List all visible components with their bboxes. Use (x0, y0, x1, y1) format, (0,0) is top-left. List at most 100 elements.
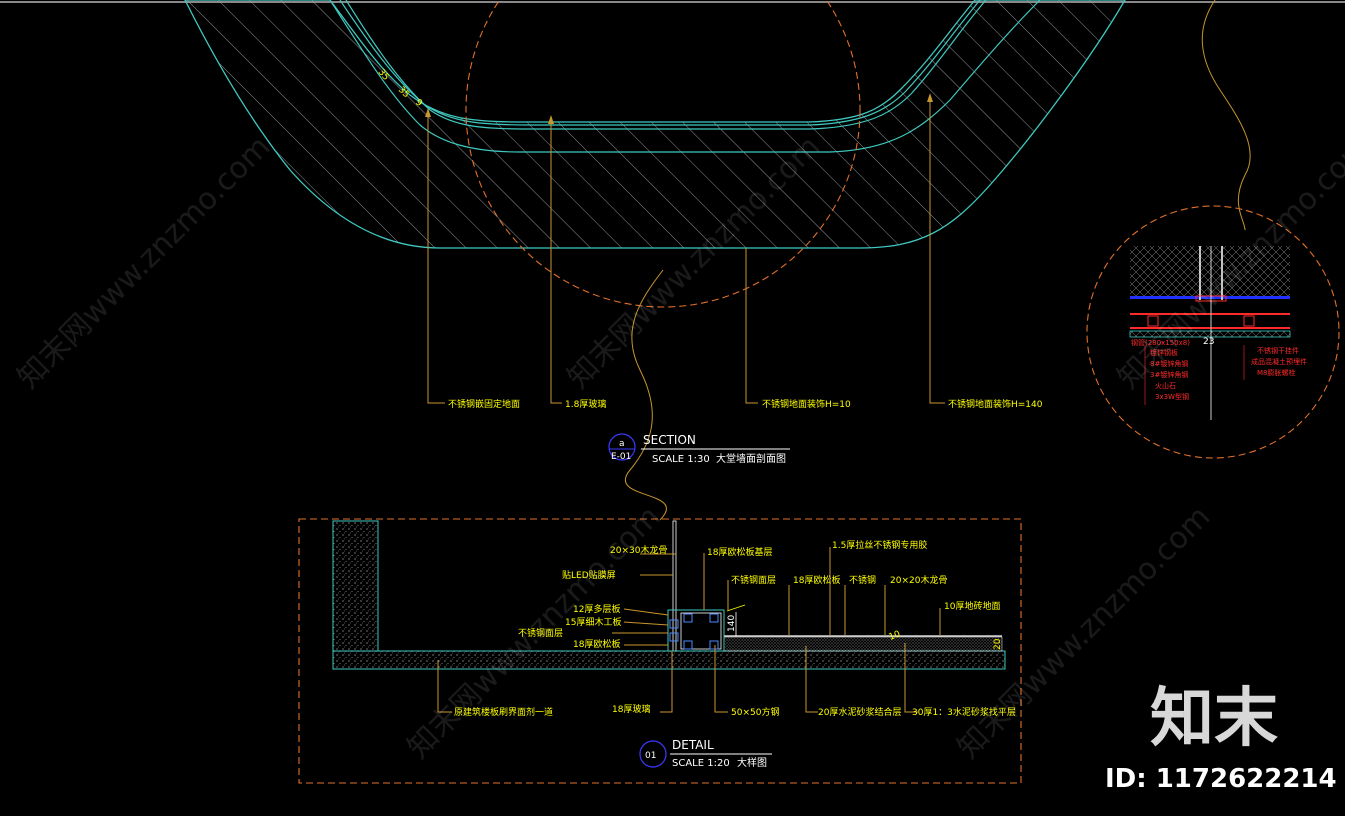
detail-circle-red-line-2 (1130, 327, 1290, 329)
detail-circle-label-5: 火山石 (1155, 381, 1176, 390)
detail-label-square-steel: 50×50方钢 (731, 706, 779, 718)
detail-leader-b1 (437, 660, 452, 713)
detail-label-steel-face: 不锈钢面层 (731, 574, 776, 586)
detail-circle-label-1: 钢管(280x150x8) (1131, 338, 1190, 347)
detail-scale-note: 大样图 (737, 756, 767, 769)
detail-circle[interactable]: 钢管(280x150x8) 23 镀锌钢板 8#镀锌角钢 3#镀锌角钢 火山石 … (1086, 205, 1340, 459)
detail-leader-b5 (904, 643, 918, 713)
section-callout-3: 不锈钢地面装饰H=10 (762, 398, 851, 410)
detail-frame (298, 518, 1022, 784)
detail-tag-number: 01 (645, 751, 656, 761)
detail-circle-label-r1: 不锈钢干挂件 (1257, 346, 1299, 355)
detail-label-glass: 18厚玻璃 (612, 703, 650, 715)
detail-label-steel: 不锈钢 (849, 574, 876, 586)
brand-watermark: 知末 ID: 1172622214 (1105, 682, 1337, 794)
leader-2-arrow (548, 115, 554, 124)
detail-label-steel-face-2: 不锈钢面层 (518, 627, 563, 639)
detail-title: DETAIL (672, 738, 714, 752)
detail-label-steel-glue: 1.5厚拉丝不锈钢专用胶 (832, 539, 927, 551)
detail-leader-t10 (623, 608, 669, 616)
detail-label-wood-keel: 20×30木龙骨 (610, 544, 667, 556)
section-break-line (624, 269, 667, 521)
detail-circle-label-4: 3#镀锌角钢 (1150, 370, 1188, 379)
detail-circle-label-2: 镀锌钢板 (1150, 348, 1178, 357)
detail-wall (332, 520, 379, 652)
section-tag-letter: a (619, 439, 625, 449)
detail-circle-outline (1086, 205, 1340, 459)
detail-scale: SCALE 1:20 (672, 758, 730, 769)
detail-circle-base (1129, 330, 1291, 338)
section-hatch-band (184, 0, 1126, 249)
section-callout-4: 不锈钢地面装饰H=140 (948, 398, 1043, 410)
detail-label-led: 贴LED贴膜屏 (562, 569, 616, 581)
detail-circle-dim: 23 (1203, 337, 1214, 347)
detail-label-plywood: 12厚多层板 (573, 603, 620, 615)
detail-dim-tick (726, 604, 746, 612)
detail-tag-circle (639, 740, 667, 768)
detail-circle-block-2 (1243, 315, 1255, 327)
detail-circle-concrete (1130, 246, 1290, 296)
detail-base-box (667, 609, 725, 652)
leader-1 (427, 112, 445, 404)
detail-dim-140: 140 (727, 615, 737, 632)
brand-id: ID: 1172622214 (1105, 764, 1337, 794)
detail-leader-b2 (660, 651, 673, 713)
detail-circle-label-r2: 成品混凝土预埋件 (1251, 357, 1307, 366)
detail-leader-b3 (714, 645, 728, 713)
detail-leader-t11 (623, 621, 669, 626)
detail-circle-blue-line (1130, 296, 1290, 299)
leader-4-arrow (927, 93, 933, 102)
section-surface-line-3 (329, 0, 1041, 153)
section-scale-note: 大堂墙面剖面图 (716, 452, 786, 465)
right-break-line (1201, 0, 1251, 231)
detail-label-screed: 30厚1：3水泥砂浆找平层 (912, 706, 1016, 718)
detail-label-osb-2: 18厚欧松板 (573, 638, 620, 650)
detail-circle-label-3: 8#镀锌角钢 (1150, 359, 1188, 368)
detail-glass (672, 520, 677, 652)
detail-dim-10: 10 (888, 629, 902, 642)
detail-stud-6 (669, 632, 679, 642)
detail-circle-label-r3: M8膨胀螺栓 (1257, 368, 1296, 377)
detail-floor-slab (332, 650, 1006, 670)
leader-2 (550, 120, 562, 404)
section-callout-2: 1.8厚玻璃 (565, 398, 606, 410)
detail-stud-1 (683, 613, 693, 623)
detail-label-tile: 10厚地砖地面 (944, 600, 1000, 612)
detail-stud-2 (709, 613, 719, 623)
section-surface-line-2 (345, 0, 987, 130)
leader-4 (929, 97, 945, 404)
detail-leader-b4 (805, 646, 818, 713)
section-title: SECTION (643, 433, 696, 447)
section-drawing[interactable]: 35 35 9 不锈钢嵌固定地面 1.8厚玻璃 不锈钢地面装饰H=10 不锈钢地… (184, 0, 1251, 521)
detail-dim-r: 20 (993, 638, 1003, 650)
section-callout-1: 不锈钢嵌固定地面 (448, 398, 520, 410)
section-surface-line-1 (339, 0, 981, 126)
leader-3 (745, 248, 758, 404)
detail-label-bond-layer: 20厚水泥砂浆结合层 (818, 706, 901, 718)
detail-label-osb: 18厚欧松板 (793, 574, 840, 586)
section-tag-circle (608, 433, 636, 461)
detail-circle-block-1 (1147, 315, 1159, 327)
section-detail-circle (465, 0, 861, 308)
detail-circle-red-line-1 (1130, 313, 1290, 315)
detail-stud-5 (669, 619, 679, 629)
detail-label-blockboard: 15厚细木工板 (565, 616, 621, 628)
section-small-dim-3: 9 (413, 98, 424, 110)
detail-stud-4 (709, 640, 719, 650)
detail-circle-label-6: 3x3W型钢 (1155, 392, 1189, 401)
watermark-1: 知末网www.znzmo.com (11, 129, 277, 395)
detail-drawing[interactable]: 140 10 20 20×30木龙骨 18厚欧松板基层 1.5厚拉丝不锈钢专用胶… (298, 518, 1022, 784)
detail-title-block: 01 DETAIL SCALE 1:20 大样图 (639, 738, 772, 769)
leader-1-arrow (425, 108, 431, 117)
detail-label-slab: 原建筑楼板刷界面剂一道 (454, 706, 553, 718)
detail-label-keel-20: 20×20木龙骨 (890, 574, 947, 586)
detail-stud-3 (683, 640, 693, 650)
detail-mortar-bed (723, 636, 1003, 652)
section-tag-sheet: E-01 (611, 452, 631, 462)
detail-base-inner (680, 612, 722, 650)
section-title-block: a E-01 SECTION SCALE 1:30 大堂墙面剖面图 (608, 433, 790, 465)
brand-logo: 知末 (1150, 682, 1278, 756)
section-scale: SCALE 1:30 (652, 454, 710, 465)
detail-label-osb-base: 18厚欧松板基层 (707, 546, 772, 558)
